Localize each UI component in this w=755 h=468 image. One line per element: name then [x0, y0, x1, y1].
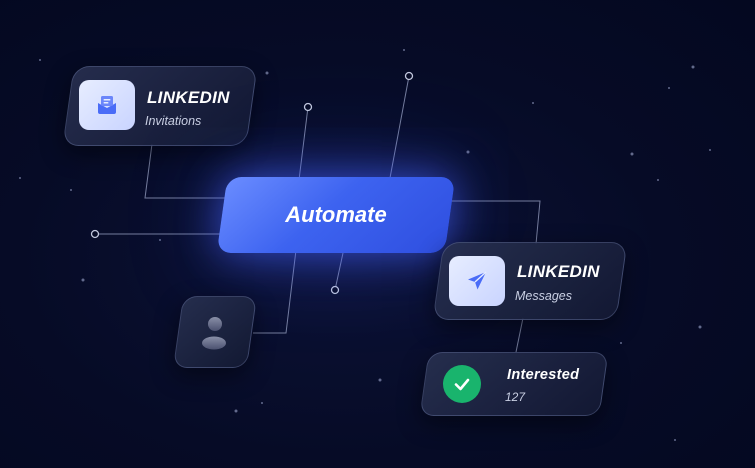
interested-card: Interested 127 [419, 352, 609, 416]
icon-tile [449, 256, 505, 306]
messages-title: LINKEDIN [517, 262, 600, 281]
messages-subtitle: Messages [515, 289, 572, 303]
mailbox-icon [98, 96, 116, 114]
send-icon [468, 271, 487, 290]
automate-label: Automate [285, 202, 387, 227]
interested-title: Interested [507, 367, 580, 383]
invitations-subtitle: Invitations [145, 114, 202, 128]
interested-count: 127 [505, 390, 526, 404]
user-avatar-icon [202, 317, 226, 350]
invitations-title: LINKEDIN [147, 88, 230, 107]
user-avatar-card [172, 296, 258, 368]
automate-button[interactable]: Automate [216, 177, 456, 253]
checkmark-icon [454, 378, 470, 391]
success-badge [443, 365, 481, 403]
linkedin-messages-card: LINKEDIN Messages [432, 242, 628, 320]
linkedin-invitations-card: LINKEDIN Invitations [62, 66, 258, 146]
stars [19, 49, 711, 441]
icon-tile [79, 80, 135, 130]
